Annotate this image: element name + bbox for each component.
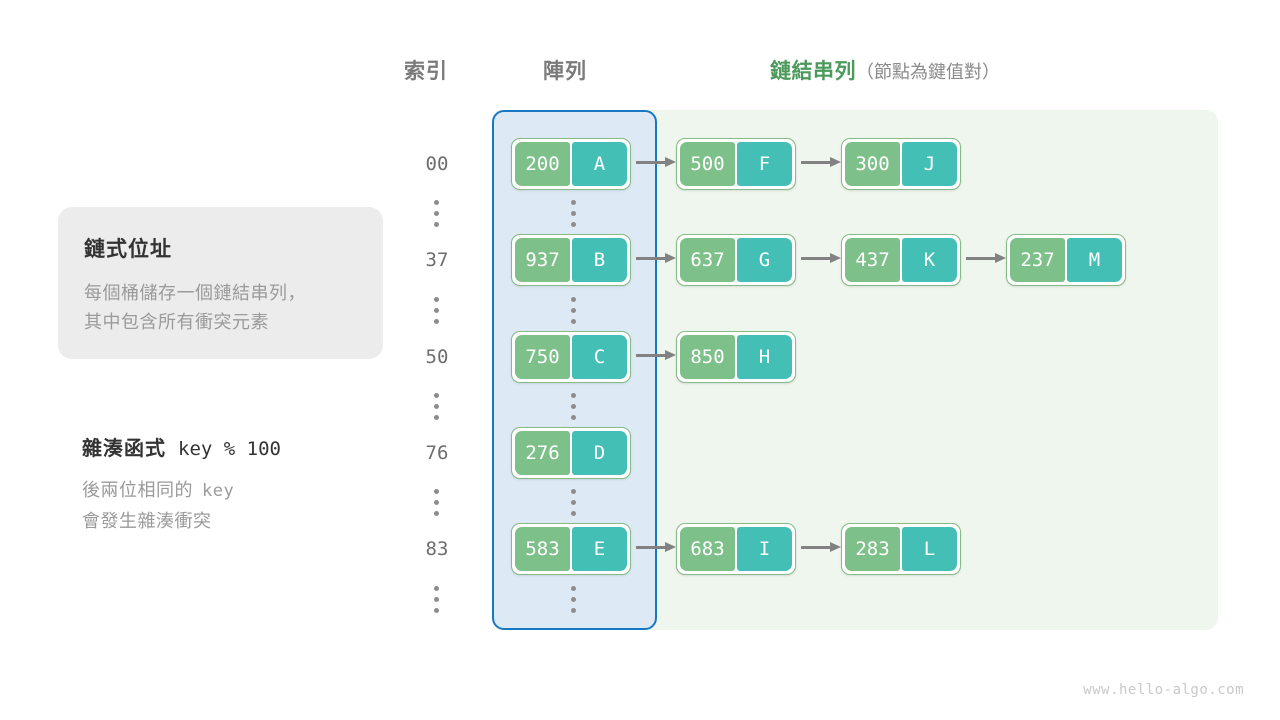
- array-ellipsis: [571, 297, 577, 324]
- node-value: H: [737, 335, 792, 379]
- hash-note-line-1-text: 後兩位相同的: [82, 480, 193, 500]
- node-key: 683: [680, 527, 735, 571]
- info-card-line-2: 其中包含所有衝突元素: [84, 312, 269, 332]
- node-value: L: [902, 527, 957, 571]
- header-linked-list: 鏈結串列（節點為鍵值對）: [770, 55, 1000, 85]
- node-key: 500: [680, 142, 735, 186]
- bucket-index-label: 50: [425, 346, 449, 368]
- hash-function-expression: key % 100: [178, 438, 281, 460]
- chain-arrow: [636, 542, 676, 552]
- node-key: 237: [1010, 238, 1065, 282]
- bucket-index-label: 37: [425, 249, 449, 271]
- index-ellipsis: [434, 200, 440, 227]
- header-linked-list-label: 鏈結串列: [770, 60, 856, 83]
- node-key: 750: [515, 335, 570, 379]
- info-card: 鏈式位址 每個桶儲存一個鏈結串列， 其中包含所有衝突元素: [58, 207, 383, 359]
- node-value: M: [1067, 238, 1122, 282]
- node-key: 583: [515, 527, 570, 571]
- array-ellipsis: [571, 393, 577, 420]
- watermark: www.hello-algo.com: [1083, 682, 1244, 698]
- node-value: A: [572, 142, 627, 186]
- hash-note-line-2: 會發生雜湊衝突: [82, 511, 212, 531]
- node-key: 937: [515, 238, 570, 282]
- node-value: G: [737, 238, 792, 282]
- node-key: 437: [845, 238, 900, 282]
- index-ellipsis: [434, 586, 440, 613]
- node-value: E: [572, 527, 627, 571]
- node-value: I: [737, 527, 792, 571]
- node-key: 850: [680, 335, 735, 379]
- chain-arrow: [636, 157, 676, 167]
- array-ellipsis: [571, 489, 577, 516]
- hash-function-title: 雜湊函式 key % 100: [82, 432, 402, 461]
- index-ellipsis: [434, 393, 440, 420]
- header-linked-list-note: （節點為鍵值對）: [856, 62, 1000, 82]
- info-card-title: 鏈式位址: [84, 238, 172, 261]
- array-ellipsis: [571, 586, 577, 613]
- node-key: 283: [845, 527, 900, 571]
- node-value: C: [572, 335, 627, 379]
- node-value: D: [572, 431, 627, 475]
- chain-arrow: [636, 350, 676, 360]
- chain-arrow: [801, 157, 841, 167]
- chain-arrow: [801, 542, 841, 552]
- array-ellipsis: [571, 200, 577, 227]
- index-ellipsis: [434, 297, 440, 324]
- node-key: 200: [515, 142, 570, 186]
- bucket-index-label: 76: [425, 442, 449, 464]
- header-index: 索引: [404, 60, 448, 83]
- node-key: 300: [845, 142, 900, 186]
- header-array: 陣列: [543, 60, 587, 83]
- node-value: K: [902, 238, 957, 282]
- index-ellipsis: [434, 489, 440, 516]
- chain-arrow: [966, 253, 1006, 263]
- info-card-line-1: 每個桶儲存一個鏈結串列，: [84, 283, 306, 303]
- hash-note-line-1: 後兩位相同的 key: [82, 475, 402, 506]
- hash-function-note: 雜湊函式 key % 100 後兩位相同的 key 會發生雜湊衝突: [82, 432, 402, 536]
- bucket-index-label: 00: [425, 153, 449, 175]
- node-key: 276: [515, 431, 570, 475]
- chain-arrow: [636, 253, 676, 263]
- node-value: J: [902, 142, 957, 186]
- node-key: 637: [680, 238, 735, 282]
- hash-note-line-1-mono: key: [202, 481, 235, 501]
- chain-arrow: [801, 253, 841, 263]
- hash-function-label: 雜湊函式: [82, 438, 166, 460]
- bucket-index-label: 83: [425, 538, 449, 560]
- node-value: F: [737, 142, 792, 186]
- node-value: B: [572, 238, 627, 282]
